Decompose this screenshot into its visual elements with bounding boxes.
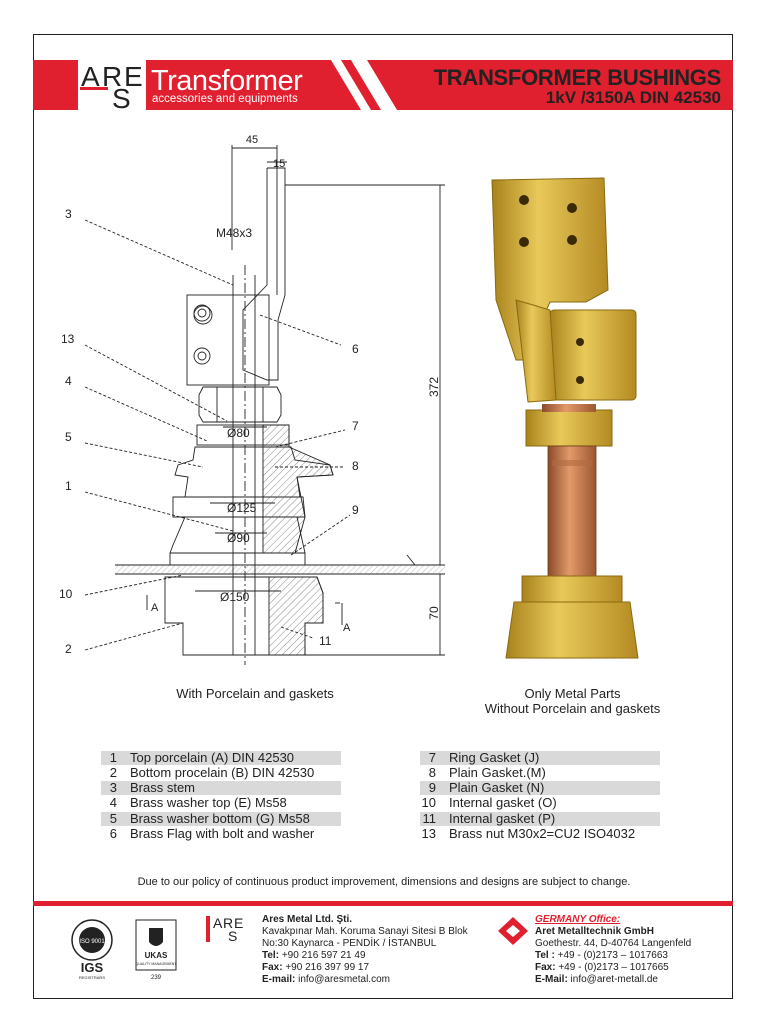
technical-drawing: 45 15 M48x3 Ø80 Ø125 Ø90 Ø150 372 70 A A… [59,134,445,665]
iso-certification-logo: ISO 9001 IGS REGISTRARS [71,919,113,980]
svg-text:239: 239 [151,975,162,981]
disclaimer-text: Due to our policy of continuous product … [137,876,631,888]
dim-70: 70 [427,606,441,620]
svg-text:IGS: IGS [81,960,104,975]
page-frame [33,34,733,999]
dim-90: Ø90 [227,531,250,545]
metal-parts-photo [491,177,639,659]
callout-3: 3 [65,207,72,221]
footer-divider [33,901,733,906]
svg-text:UKAS: UKAS [145,951,168,960]
dim-45: 45 [246,134,258,146]
callout-4: 4 [65,374,72,388]
company-fax: +90 216 397 99 17 [282,962,370,973]
section-a-right: A [343,622,351,634]
company-email[interactable]: info@aresmetal.com [295,974,390,985]
dim-80: Ø80 [227,426,250,440]
callout-6: 6 [352,342,359,356]
company-addr1: Kavakpınar Mah. Koruma Sanayi Sitesi B B… [262,926,468,937]
callout-1: 1 [65,479,72,493]
callout-8: 8 [352,459,359,473]
dim-372: 372 [427,377,441,397]
company-addr2: No:30 Kaynarca - PENDİK / İSTANBUL [262,938,437,949]
callout-13: 13 [61,332,75,346]
aret-logo-icon [498,917,528,945]
dim-125: Ø125 [227,501,257,515]
page-subtitle: 1kV /3150A DIN 42530 [545,88,721,107]
callout-11: 11 [319,634,332,648]
germany-company-name: Aret Metalltechnik GmbH [535,926,654,937]
dim-thread: M48x3 [216,226,252,240]
company-address: Ares Metal Ltd. Şti. Kavakpınar Mah. Kor… [262,914,468,985]
caption-right-line1: Only Metal Parts [524,686,621,701]
dim-150: Ø150 [220,590,250,604]
callout-10: 10 [59,587,73,601]
svg-text:REGISTRARS: REGISTRARS [79,975,105,980]
germany-fax: +49 - (0)2173 – 1017665 [555,962,669,973]
ares-small-logo: A R E S [206,915,252,946]
svg-text:ISO 9001: ISO 9001 [79,939,105,945]
section-a-left: A [151,602,159,614]
company-tel: +90 216 597 21 49 [279,950,366,961]
callout-9: 9 [352,503,359,517]
germany-office-label: GERMANY Office: [535,914,621,925]
germany-email[interactable]: info@aret-metall.de [567,974,658,985]
brand-name: Transformer [151,65,303,97]
ares-logo: A R E S [78,60,146,113]
callout-7: 7 [352,419,359,433]
company-name: Ares Metal Ltd. Şti. [262,914,353,925]
caption-left: With Porcelain and gaskets [176,686,334,701]
page-title: TRANSFORMER BUSHINGS [433,65,722,90]
brand-subtitle: accessories and equipments [152,93,298,105]
ukas-logo: UKAS QUALITY MANAGEMENT 239 [135,919,178,981]
caption-right-line2: Without Porcelain and gaskets [484,701,661,716]
callout-5: 5 [65,430,72,444]
germany-tel: +49 - (0)2173 – 1017663 [554,950,668,961]
germany-office: GERMANY Office: Aret Metalltechnik GmbH … [535,914,692,985]
svg-text:QUALITY MANAGEMENT: QUALITY MANAGEMENT [136,962,178,966]
callout-2: 2 [65,642,72,656]
germany-addr: Goethestr. 44, D-40764 Langenfeld [535,938,692,949]
dim-15: 15 [273,158,285,170]
